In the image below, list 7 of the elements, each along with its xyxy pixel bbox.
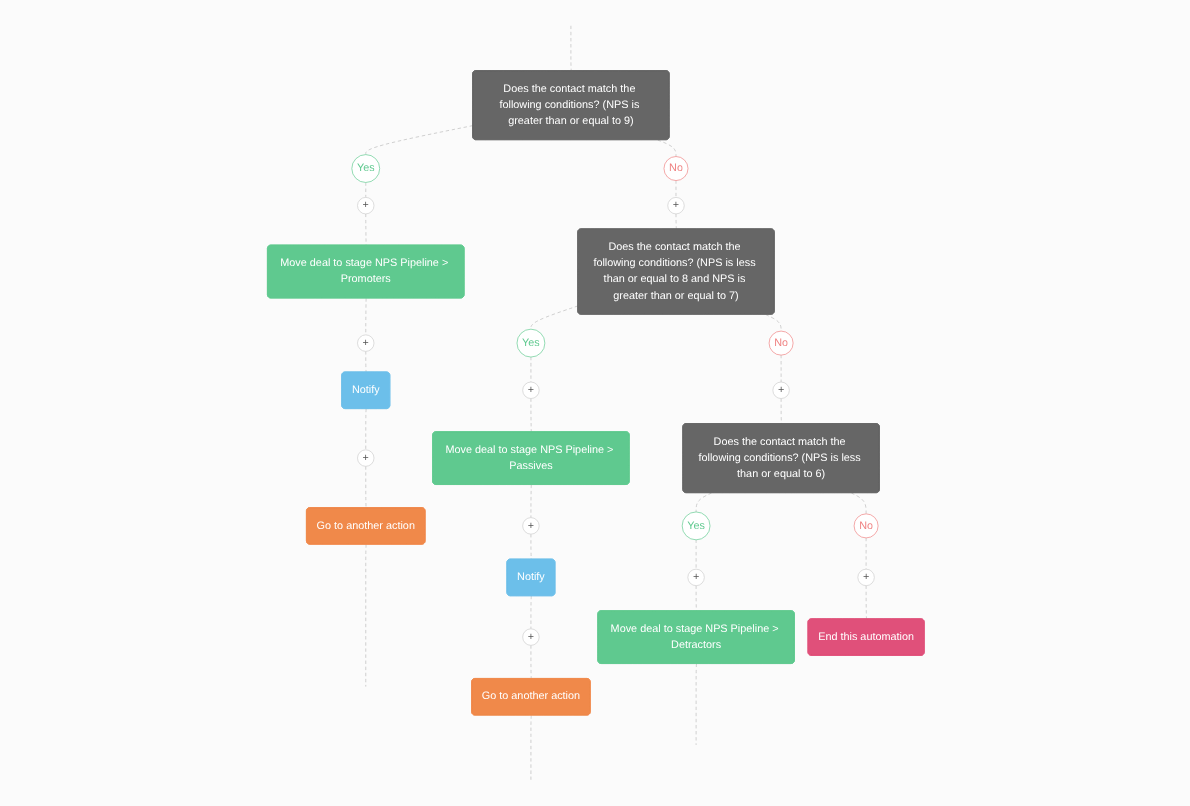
connector xyxy=(764,314,781,332)
connector xyxy=(656,139,676,157)
connector xyxy=(850,492,866,515)
connector xyxy=(364,544,366,687)
connector xyxy=(364,125,473,155)
connector xyxy=(694,492,711,513)
connector xyxy=(364,182,366,198)
